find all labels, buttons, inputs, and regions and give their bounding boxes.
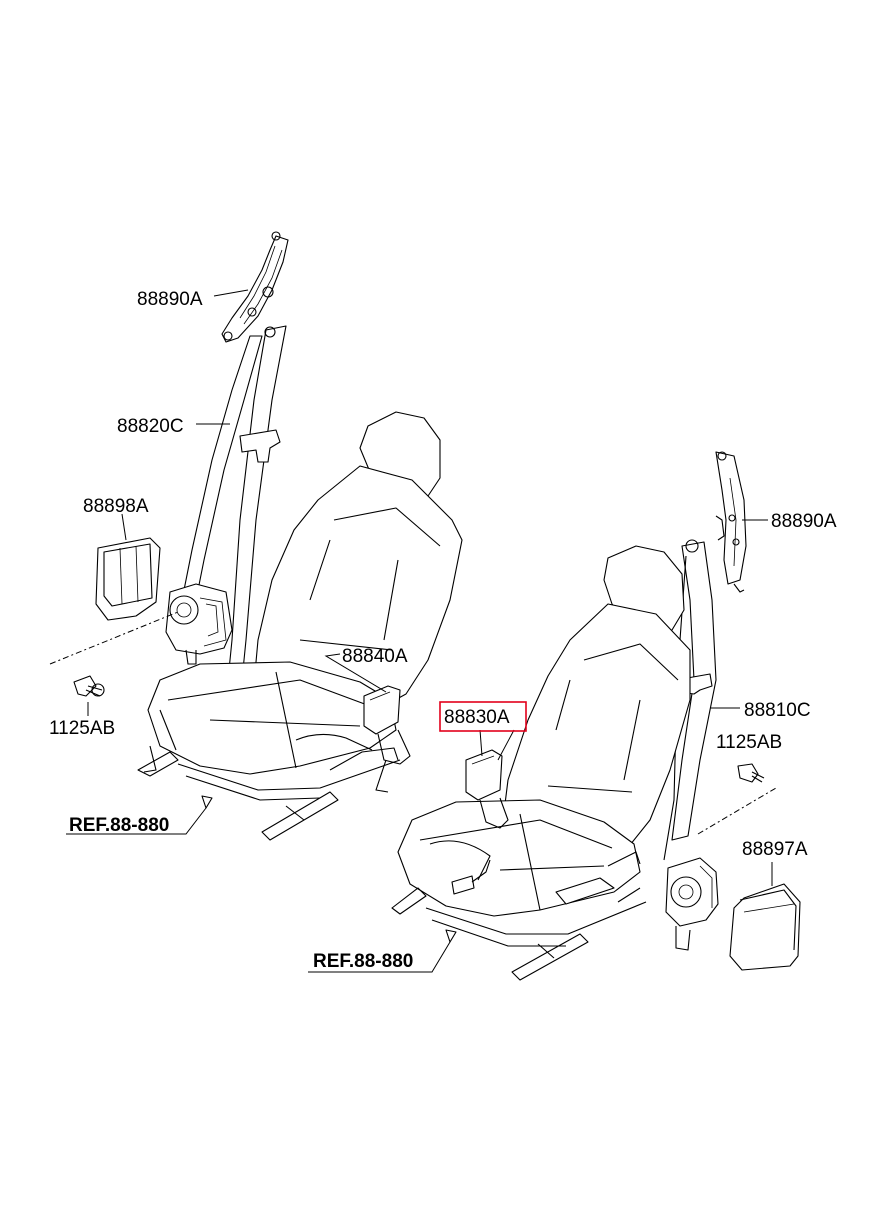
leader-right-ref xyxy=(308,941,451,973)
label-left-buckle[interactable]: 88840A xyxy=(342,646,408,667)
left-buckle xyxy=(363,685,411,793)
label-left-anchor[interactable]: 88890A xyxy=(137,289,203,310)
right-bolt-axis xyxy=(697,787,777,835)
left-retractor xyxy=(165,583,233,665)
leader-left-ref xyxy=(66,807,207,835)
label-left-bolt[interactable]: 1125AB xyxy=(49,718,115,739)
label-left-ref[interactable]: REF.88-880 xyxy=(69,815,169,836)
label-right-belt[interactable]: 88810C xyxy=(744,700,811,721)
left-bolt-axis xyxy=(49,611,179,665)
right-height-adjuster xyxy=(715,451,747,593)
right-seat xyxy=(391,545,691,981)
label-right-cover[interactable]: 88897A xyxy=(742,839,808,860)
leader-right-buckle xyxy=(479,729,483,757)
right-retractor xyxy=(665,857,719,951)
right-bolt xyxy=(737,763,765,783)
label-left-belt[interactable]: 88820C xyxy=(117,416,184,437)
highlight-box xyxy=(439,701,527,732)
left-bolt xyxy=(73,675,105,697)
label-right-ref[interactable]: REF.88-880 xyxy=(313,951,413,972)
right-buckle xyxy=(451,749,509,895)
leader-left-buckle xyxy=(324,653,387,693)
right-cover-trim xyxy=(729,883,801,971)
left-seat xyxy=(137,411,463,841)
leader-left-cover xyxy=(121,513,127,541)
left-ref-arrow xyxy=(201,795,213,809)
right-ref-arrow xyxy=(445,929,457,943)
leader-right-buckle-b xyxy=(497,729,515,761)
label-right-buckle[interactable]: 88830A xyxy=(444,707,510,728)
label-right-bolt[interactable]: 1125AB xyxy=(716,732,782,753)
leader-left-anchor xyxy=(213,289,249,297)
left-height-adjuster xyxy=(221,231,289,343)
left-cover-trim xyxy=(95,537,161,621)
label-left-cover[interactable]: 88898A xyxy=(83,496,149,517)
label-right-anchor[interactable]: 88890A xyxy=(771,511,837,532)
